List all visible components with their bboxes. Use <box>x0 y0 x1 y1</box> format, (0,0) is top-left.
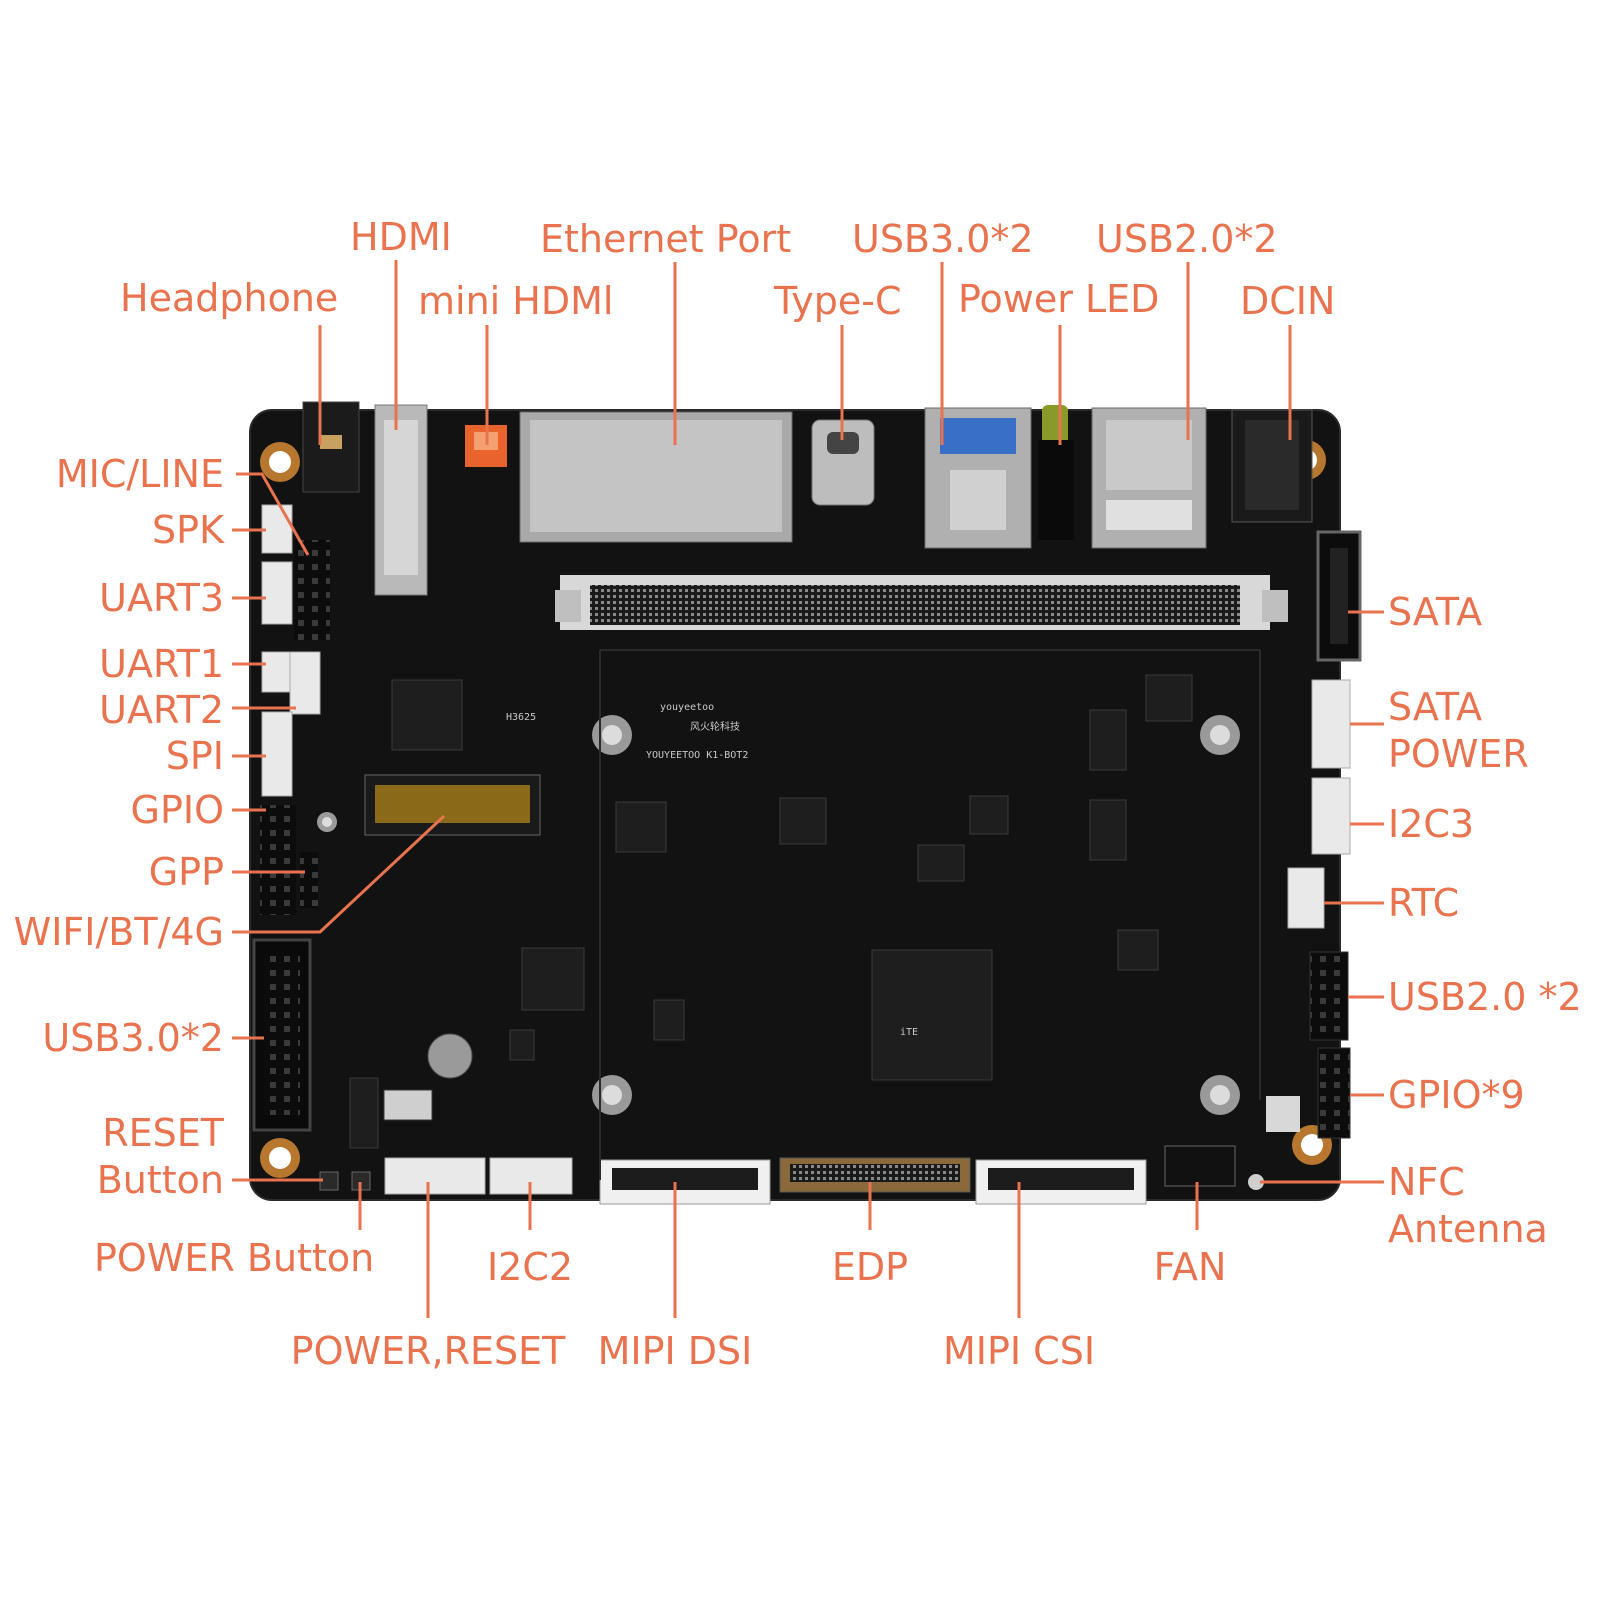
label-rtc: RTC <box>1388 881 1460 925</box>
label-power-led: Power LED <box>958 277 1160 321</box>
label-sata: SATA <box>1388 590 1483 634</box>
label-sata-power-line1: SATA <box>1388 685 1483 729</box>
label-gpio9: GPIO*9 <box>1388 1073 1525 1117</box>
label-i2c3: I2C3 <box>1388 802 1475 846</box>
label-edp: EDP <box>831 1245 909 1289</box>
label-mipi-dsi: MIPI DSI <box>597 1329 753 1373</box>
leader-lines <box>232 260 1384 1318</box>
label-headphone: Headphone <box>120 276 339 320</box>
traces <box>599 649 1261 1180</box>
label-spk: SPK <box>152 508 224 552</box>
label-mic-line: MIC/LINE <box>55 452 224 496</box>
label-gpio: GPIO <box>130 788 224 832</box>
label-wifi-bt-4g: WIFI/BT/4G <box>13 910 224 954</box>
gpp-header <box>300 852 318 908</box>
power-reset-connector <box>384 1157 486 1195</box>
label-reset-line2: Button <box>96 1158 224 1202</box>
label-usb30-left: USB3.0*2 <box>42 1016 224 1060</box>
board-brand: youyeetoo <box>660 702 714 713</box>
chip-logo: iTE <box>900 1027 918 1038</box>
label-fan: FAN <box>1153 1245 1227 1289</box>
gpio9-header <box>1317 1047 1351 1139</box>
label-usb30-top: USB3.0*2 <box>852 217 1034 261</box>
label-reset-line1: RESET <box>102 1111 224 1155</box>
spi-connector <box>261 711 293 797</box>
label-gpp: GPP <box>148 850 224 894</box>
label-usb20-top: USB2.0*2 <box>1096 217 1278 261</box>
label-mipi-csi: MIPI CSI <box>942 1329 1096 1373</box>
label-mini-hdmi: mini HDMl <box>418 279 614 323</box>
label-usb20-right: USB2.0 *2 <box>1388 975 1582 1019</box>
power-led <box>1042 405 1068 445</box>
chips <box>349 674 1193 1149</box>
mic-line-header <box>294 540 330 640</box>
label-uart2: UART2 <box>99 688 224 732</box>
label-i2c2: I2C2 <box>486 1245 574 1289</box>
uart3-connector <box>261 561 293 625</box>
rtc-connector <box>1287 867 1325 929</box>
usb20-header <box>1309 951 1349 1041</box>
label-uart3: UART3 <box>99 576 224 620</box>
label-spi: SPI <box>165 734 224 778</box>
fan-connector <box>1164 1145 1236 1187</box>
uart1-connector <box>261 651 291 693</box>
label-dcin: DCIN <box>1240 279 1336 323</box>
board-code: H3625 <box>506 712 536 723</box>
uart2-connector <box>289 651 321 715</box>
sata-power-connector <box>1311 679 1351 769</box>
board-model: YOUYEETOO K1-BOT2 <box>646 750 748 761</box>
i2c3-connector <box>1311 777 1351 855</box>
board-cn-text: 风火轮科技 <box>690 720 740 733</box>
gpio-header <box>260 805 296 915</box>
screw <box>427 1033 473 1079</box>
label-hdmi: HDMI <box>350 215 452 259</box>
label-sata-power-line2: POWER <box>1388 732 1529 776</box>
label-nfc-line2: Antenna <box>1388 1207 1548 1251</box>
label-power-reset: POWER,RESET <box>290 1329 566 1373</box>
label-power-button: POWER Button <box>94 1236 375 1280</box>
label-uart1: UART1 <box>99 642 224 686</box>
nfc-antenna-pad <box>1248 1174 1264 1190</box>
label-ethernet-port: Ethernet Port <box>540 217 792 261</box>
label-type-c: Type-C <box>774 279 902 323</box>
spk-connector <box>261 504 293 554</box>
label-nfc-line1: NFC <box>1388 1160 1465 1204</box>
